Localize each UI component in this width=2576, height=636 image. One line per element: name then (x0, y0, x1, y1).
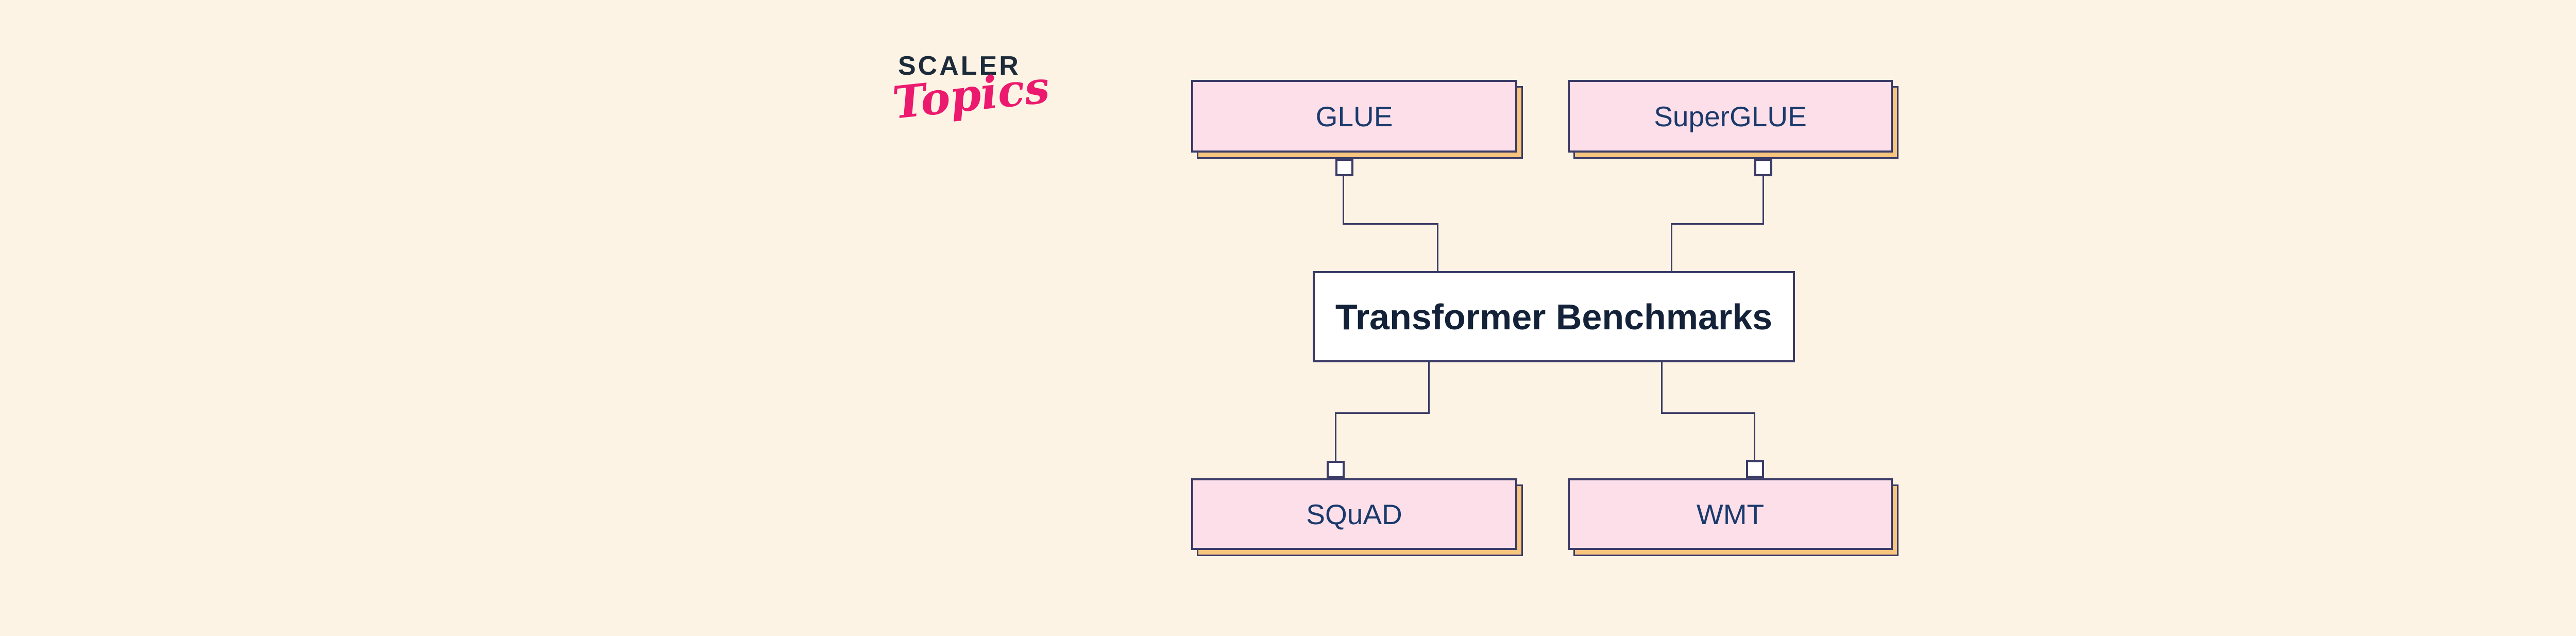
edge-squad-horizontal (1335, 412, 1430, 414)
logo-brand-text: SCALER (898, 51, 1021, 81)
node-superglue: SuperGLUE (1568, 80, 1893, 153)
node-glue-label: GLUE (1315, 100, 1393, 132)
handle-glue-square (1335, 159, 1353, 176)
handle-squad-square (1327, 461, 1345, 478)
node-superglue-label: SuperGLUE (1654, 100, 1807, 132)
node-wmt-label: WMT (1696, 498, 1765, 530)
node-squad-label: SQuAD (1306, 498, 1402, 530)
edge-wmt-horizontal (1661, 412, 1755, 414)
edge-wmt-vertical-bottom (1754, 412, 1755, 461)
edge-glue-vertical-top (1343, 176, 1344, 225)
node-glue: GLUE (1191, 80, 1517, 153)
edge-superglue-horizontal (1671, 223, 1764, 225)
node-transformer-benchmarks-label: Transformer Benchmarks (1335, 296, 1773, 337)
handle-superglue-square (1754, 159, 1772, 176)
edge-superglue-vertical-bottom (1671, 223, 1672, 271)
node-squad: SQuAD (1191, 478, 1517, 550)
edge-glue-horizontal (1343, 223, 1438, 225)
node-transformer-benchmarks: Transformer Benchmarks (1313, 271, 1795, 362)
edge-glue-vertical-bottom (1437, 223, 1438, 271)
edge-squad-vertical-bottom (1335, 412, 1336, 461)
edge-superglue-vertical-top (1762, 176, 1764, 225)
node-wmt: WMT (1568, 478, 1893, 550)
edge-wmt-vertical-top (1661, 362, 1663, 414)
edge-squad-vertical-top (1428, 362, 1430, 414)
handle-wmt-square (1746, 460, 1764, 478)
